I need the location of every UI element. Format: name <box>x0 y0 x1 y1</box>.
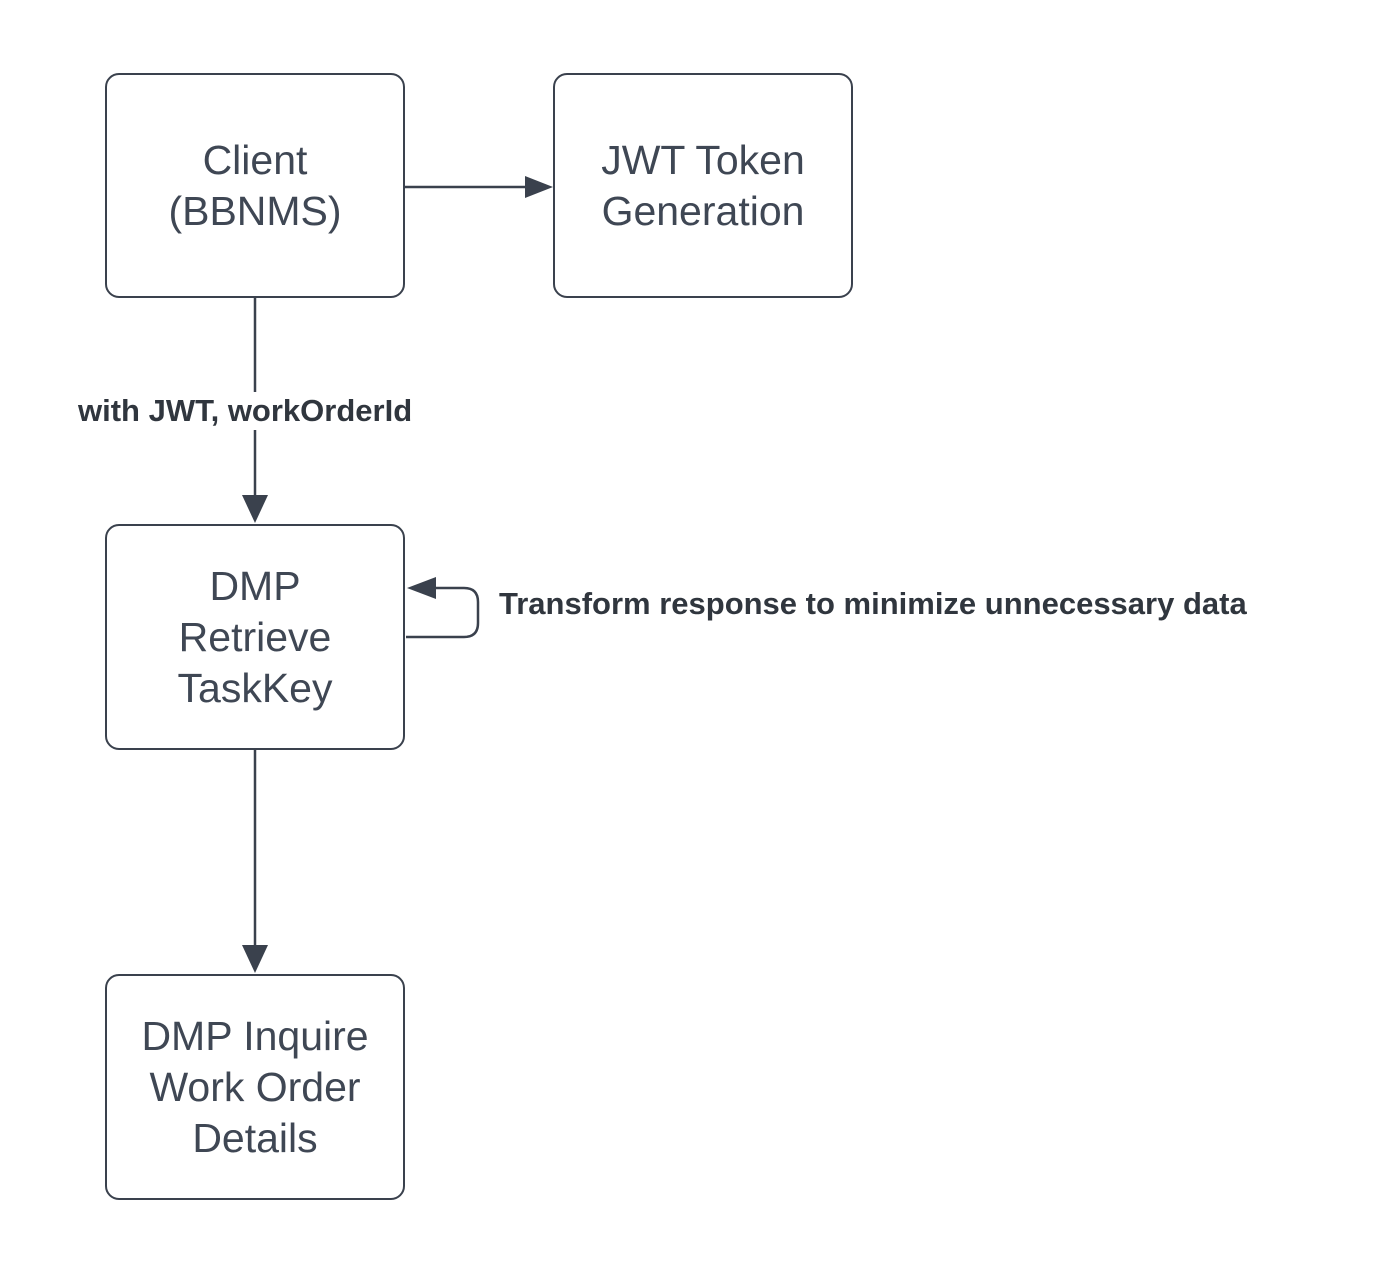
node-jwt-token-generation: JWT Token Generation <box>553 73 853 298</box>
node-dmp-retrieve-taskkey-label: DMP Retrieve TaskKey <box>177 562 333 711</box>
edge-label-transform-response: Transform response to minimize unnecessa… <box>499 586 1247 621</box>
node-dmp-inquire-work-order-details: DMP Inquire Work Order Details <box>105 974 405 1200</box>
node-dmp-retrieve-taskkey: DMP Retrieve TaskKey <box>105 524 405 750</box>
arrow-client-to-jwt <box>405 176 553 198</box>
node-client-bbnms-label: Client (BBNMS) <box>168 136 342 234</box>
node-jwt-token-generation-label: JWT Token Generation <box>601 136 805 234</box>
arrow-retrieve-self-loop <box>406 577 480 639</box>
arrow-retrieve-to-inquire <box>242 750 268 973</box>
node-dmp-inquire-work-order-details-label: DMP Inquire Work Order Details <box>141 1012 369 1161</box>
edge-label-with-jwt-workorderid: with JWT, workOrderId <box>75 392 416 430</box>
node-client-bbnms: Client (BBNMS) <box>105 73 405 298</box>
